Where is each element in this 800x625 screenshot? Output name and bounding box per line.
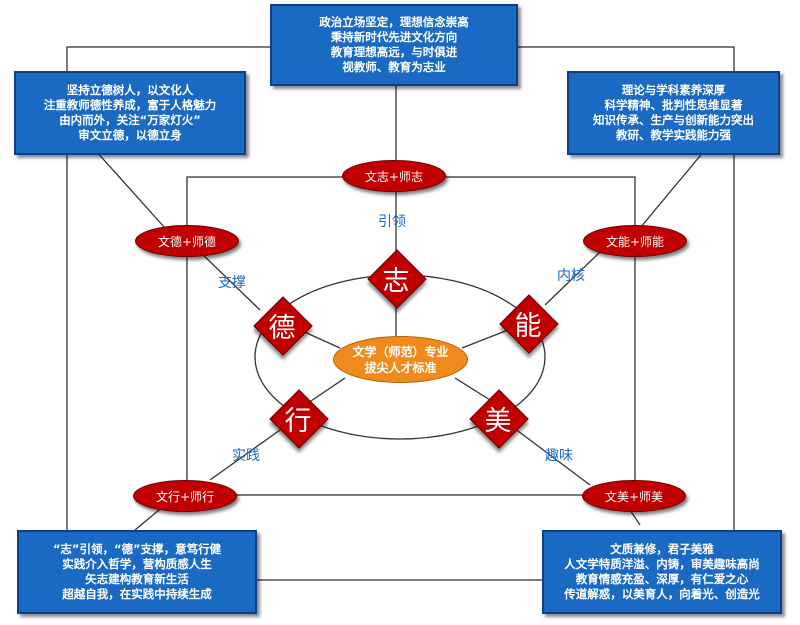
top-right-box-line-3: 知识传承、生产与创新能力突出 xyxy=(593,113,754,127)
bottom-left-box-line-2: 实践介入哲学，营构质感人生 xyxy=(62,557,212,571)
label-quwei: 趣味 xyxy=(545,448,573,464)
top-box-line-4: 视教师、教育为志业 xyxy=(342,60,446,74)
top-left-box-line-1: 坚持立德树人，以文化人 xyxy=(66,83,194,97)
bottom-right-box-line-3: 教育情感充盈、深厚，有仁爱之心 xyxy=(575,572,749,586)
line-top-right xyxy=(639,149,706,229)
top-left-box: 坚持立德树人，以文化人 注重教师德性养成，富于人格魅力 由内而外，关注“万家灯火… xyxy=(14,71,246,155)
top-right-box: 理论与学科素养深厚 科学精神、批判性思维显著 知识传承、生产与创新能力突出 教研… xyxy=(567,71,780,155)
bottom-left-box-line-3: 矢志建构教育新生活 xyxy=(85,572,189,586)
oval-wenzhi-shizhi: 文志+师志 xyxy=(342,160,446,192)
line-bottom-right xyxy=(629,509,641,526)
bottom-right-box-line-1: 文质兼修，君子美雅 xyxy=(610,542,714,556)
bottom-right-box-line-2: 人文学特质洋溢、内铸，审美趣味高尚 xyxy=(564,557,760,571)
label-shijian: 实践 xyxy=(232,448,260,464)
top-box: 政治立场坚定，理想信念崇高 秉持新时代先进文化方向 教育理想高远，与时俱进 视教… xyxy=(270,4,518,86)
bottom-right-box: 文质兼修，君子美雅 人文学特质洋溢、内铸，审美趣味高尚 教育情感充盈、深厚，有仁… xyxy=(542,530,782,614)
oval-wenmei-shimei: 文美+师美 xyxy=(582,480,686,512)
label-neihe: 内核 xyxy=(557,268,585,284)
top-left-box-line-4: 审文立德，以德立身 xyxy=(78,128,182,142)
diamond-zhi-char: 志 xyxy=(382,265,410,297)
line-top-left xyxy=(94,149,166,229)
bottom-left-box-line-4: 超越自我，在实践中持续生成 xyxy=(62,587,212,601)
label-zhicheng: 支撑 xyxy=(218,275,246,291)
oval-wende-shide: 文德+师德 xyxy=(135,225,239,257)
bottom-left-box-line-1: “志”引领，“德”支撑，意笃行健 xyxy=(52,542,222,556)
diamond-xing-char: 行 xyxy=(284,405,312,437)
top-right-box-line-4: 教研、教学实践能力强 xyxy=(616,128,731,142)
label-yinling: 引领 xyxy=(378,214,406,230)
top-right-box-line-2: 科学精神、批判性思维显著 xyxy=(604,98,743,112)
top-left-box-line-2: 注重教师德性养成，富于人格魅力 xyxy=(43,98,217,112)
oval-wenneng-shineng: 文能+师能 xyxy=(583,225,687,257)
top-right-box-line-1: 理论与学科素养深厚 xyxy=(621,83,726,97)
top-box-line-1: 政治立场坚定，理想信念崇高 xyxy=(319,15,469,29)
center-standard: 文学（师范）专业 拔尖人才标准 xyxy=(333,336,468,383)
oval-wenxing-shixing: 文行+师行 xyxy=(133,480,237,512)
diamond-de-char: 德 xyxy=(268,312,296,344)
top-box-line-3: 教育理想高远，与时俱进 xyxy=(330,45,458,59)
top-left-box-line-3: 由内而外，关注“万家灯火” xyxy=(59,113,201,127)
top-box-line-2: 秉持新时代先进文化方向 xyxy=(330,30,458,44)
bottom-left-box: “志”引领，“德”支撑，意笃行健 实践介入哲学，营构质感人生 矢志建构教育新生活… xyxy=(17,530,257,614)
diamond-mei-char: 美 xyxy=(484,405,512,437)
center-line-1: 文学（师范）专业 xyxy=(352,344,449,359)
bottom-right-box-line-4: 传道解惑，以美育人，向着光、创造光 xyxy=(564,587,760,601)
center-line-2: 拔尖人才标准 xyxy=(364,360,437,375)
diamond-neng-char: 能 xyxy=(514,310,542,342)
